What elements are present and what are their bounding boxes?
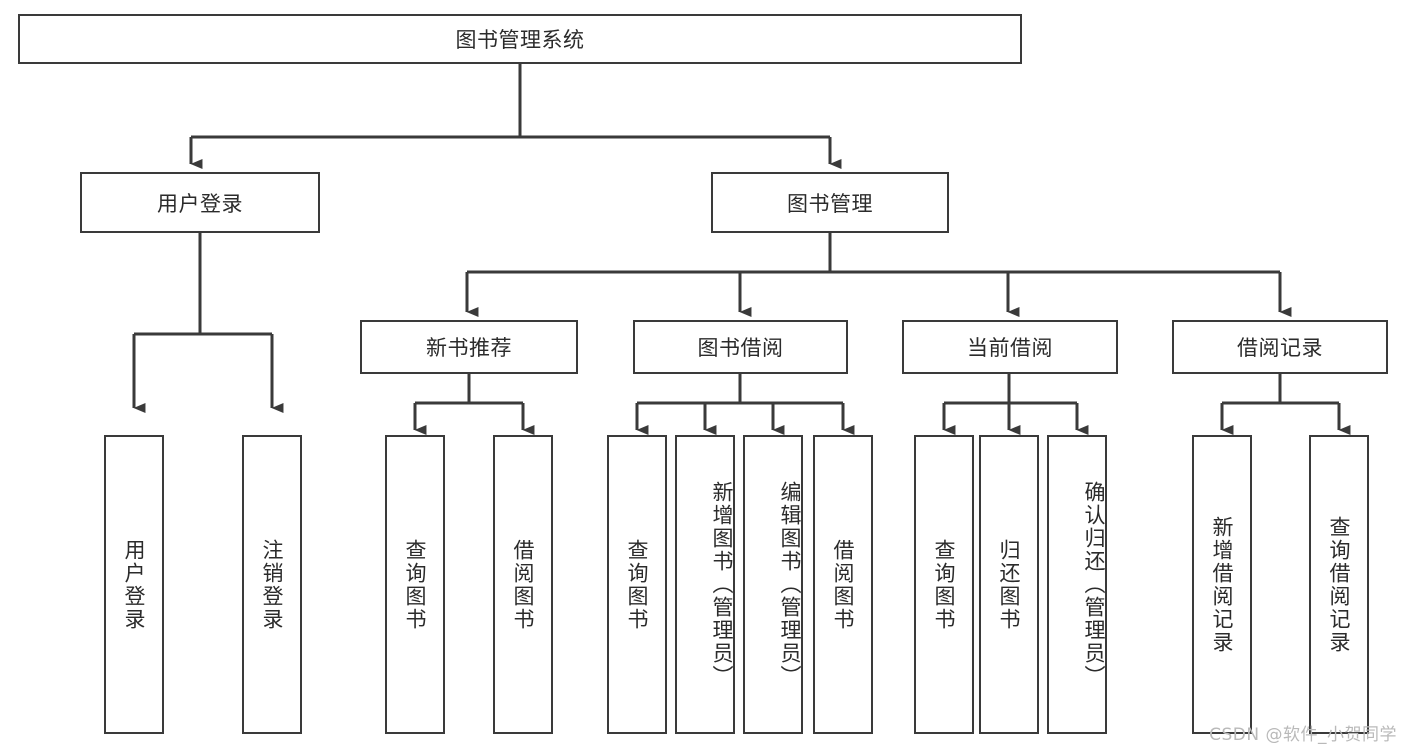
node-book-borrow[interactable]: 图书借阅	[633, 320, 848, 374]
node-label: 图书管理系统	[455, 28, 585, 52]
node-label: 确认归还（管理员）	[1082, 481, 1106, 688]
node-label: 当前借阅	[967, 336, 1053, 360]
node-label: 图书管理	[787, 191, 873, 216]
node-label: 新书推荐	[426, 336, 512, 360]
leaf-add-borrow-record[interactable]: 新增借阅记录	[1192, 435, 1252, 734]
node-label: 编辑图书（管理员）	[778, 481, 802, 688]
node-label: 图书借阅	[697, 336, 784, 360]
node-label: 查询图书	[625, 538, 650, 631]
node-label: 查询图书	[932, 538, 957, 631]
leaf-logout[interactable]: 注销登录	[242, 435, 302, 734]
node-root[interactable]: 图书管理系统	[18, 14, 1022, 64]
leaf-user-login[interactable]: 用户登录	[104, 435, 164, 734]
node-label: 查询图书	[403, 538, 428, 631]
leaf-borrow-book-recommend[interactable]: 借阅图书	[493, 435, 553, 734]
leaf-query-borrow-record[interactable]: 查询借阅记录	[1309, 435, 1369, 734]
leaf-query-book-borrow[interactable]: 查询图书	[607, 435, 667, 734]
node-label: 借阅图书	[511, 538, 536, 631]
node-label: 借阅记录	[1237, 336, 1323, 360]
leaf-borrow-book-borrow[interactable]: 借阅图书	[813, 435, 873, 734]
node-book-manage[interactable]: 图书管理	[711, 172, 949, 233]
node-label: 注销登录	[260, 538, 285, 631]
node-label: 用户登录	[122, 538, 147, 631]
leaf-edit-book-admin[interactable]: 编辑图书（管理员）	[743, 435, 803, 734]
node-current-borrow[interactable]: 当前借阅	[902, 320, 1118, 374]
leaf-confirm-return-admin[interactable]: 确认归还（管理员）	[1047, 435, 1107, 734]
leaf-query-book-current[interactable]: 查询图书	[914, 435, 974, 734]
leaf-add-book-admin[interactable]: 新增图书（管理员）	[675, 435, 735, 734]
node-user-login[interactable]: 用户登录	[80, 172, 320, 233]
node-borrow-record[interactable]: 借阅记录	[1172, 320, 1388, 374]
node-new-book-recommend[interactable]: 新书推荐	[360, 320, 578, 374]
node-label: 新增借阅记录	[1210, 515, 1235, 654]
node-label: 借阅图书	[831, 538, 856, 631]
node-label: 用户登录	[157, 191, 243, 216]
node-label: 归还图书	[997, 538, 1022, 631]
leaf-query-book-recommend[interactable]: 查询图书	[385, 435, 445, 734]
csdn-watermark: CSDN @软件_小贺同学	[1209, 725, 1397, 745]
node-label: 查询借阅记录	[1327, 515, 1352, 654]
leaf-return-book[interactable]: 归还图书	[979, 435, 1039, 734]
node-label: 新增图书（管理员）	[710, 481, 734, 688]
